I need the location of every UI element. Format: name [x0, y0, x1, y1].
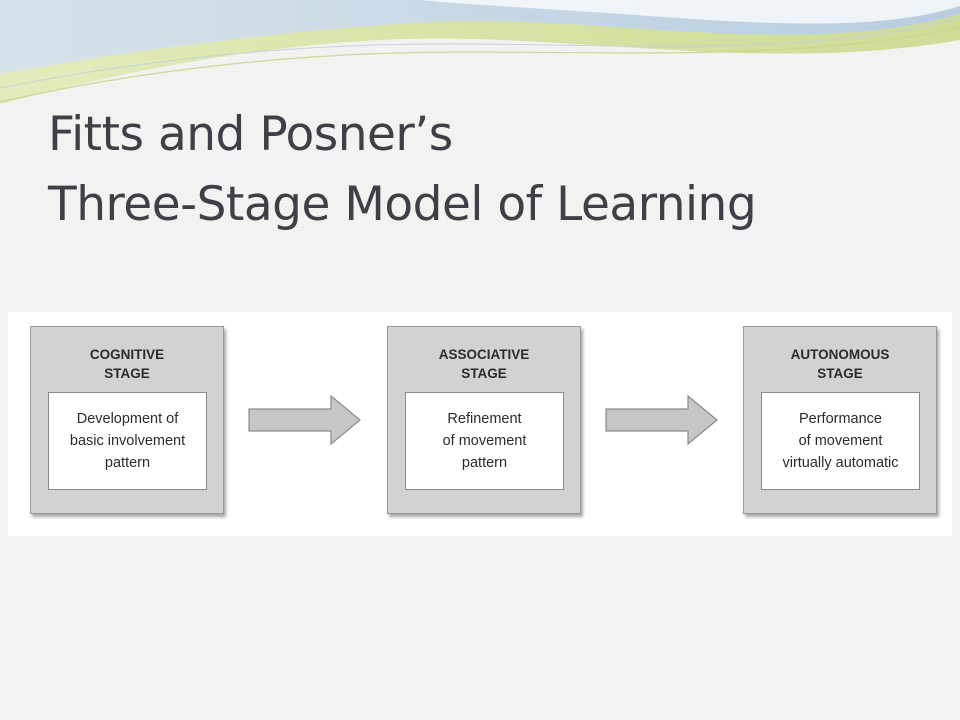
slide-title-line-1: Fitts and Posner’s	[48, 107, 453, 162]
associative-stage-description-box: Refinement of movement pattern	[405, 392, 564, 490]
cognitive-stage-box: COGNITIVE STAGE Development of basic inv…	[30, 326, 224, 514]
autonomous-stage-title: AUTONOMOUS STAGE	[790, 347, 890, 381]
slide-title-line-2: Three-Stage Model of Learning	[48, 177, 757, 232]
stage-model-diagram: COGNITIVE STAGE Development of basic inv…	[8, 312, 952, 536]
associative-stage-title: ASSOCIATIVE STAGE	[438, 347, 530, 381]
header-swoosh-decoration	[0, 0, 960, 104]
arrow-right-icon	[605, 395, 718, 445]
associative-stage-description: Refinement of movement pattern	[442, 411, 527, 471]
autonomous-stage-description: Performance of movement virtually automa…	[782, 411, 899, 471]
slide-title: Fitts and Posner’s Three-Stage Model of …	[48, 100, 928, 240]
cognitive-stage-description-box: Development of basic involvement pattern	[48, 392, 207, 490]
autonomous-stage-description-box: Performance of movement virtually automa…	[761, 392, 920, 490]
associative-stage-box: ASSOCIATIVE STAGE Refinement of movement…	[387, 326, 581, 514]
cognitive-stage-description: Development of basic involvement pattern	[69, 411, 186, 471]
autonomous-stage-box: AUTONOMOUS STAGE Performance of movement…	[743, 326, 937, 514]
cognitive-stage-title: COGNITIVE STAGE	[89, 347, 165, 381]
arrow-right-icon	[248, 395, 361, 445]
